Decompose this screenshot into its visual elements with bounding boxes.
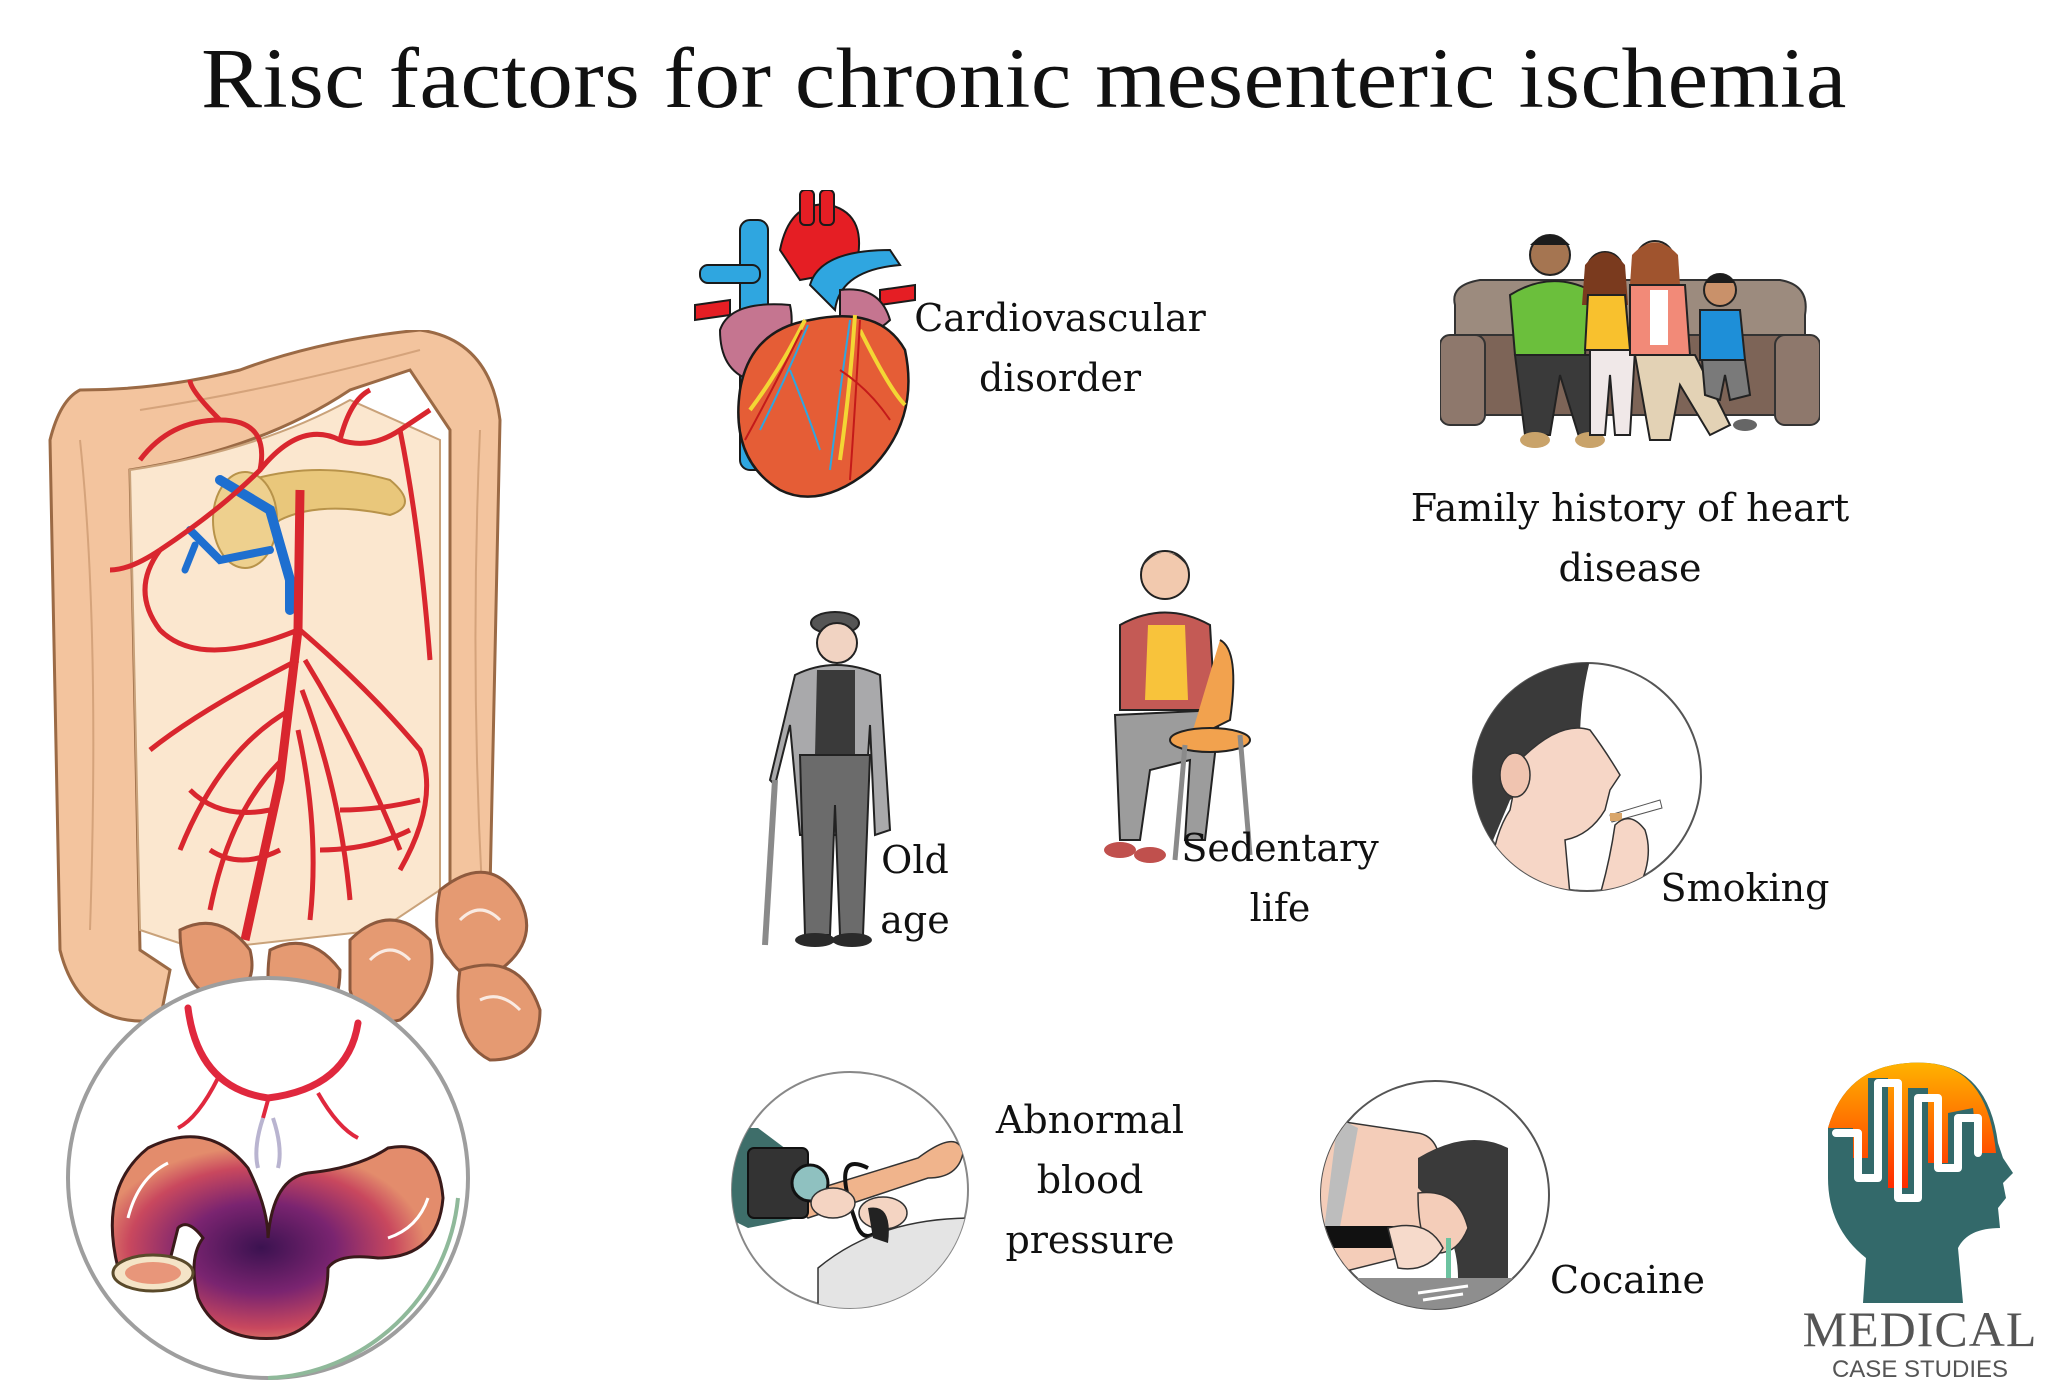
head-brainwave-logo-icon bbox=[1818, 1058, 2018, 1308]
sedentary-label: Sedentary life bbox=[1175, 818, 1385, 938]
label-line: pressure bbox=[1005, 1218, 1175, 1262]
elderly-man-with-cane-icon bbox=[755, 605, 905, 950]
label-line: blood bbox=[1036, 1158, 1144, 1202]
cocaine-label: Cocaine bbox=[1540, 1250, 1715, 1310]
woman-smoking-icon bbox=[1470, 660, 1705, 895]
label-line: Sedentary bbox=[1181, 826, 1379, 870]
logo-subtitle: CASE STUDIES bbox=[1831, 1356, 2009, 1383]
family-on-couch-icon bbox=[1440, 225, 1820, 465]
family-history-label: Family history of heart disease bbox=[1380, 478, 1880, 598]
label-line: life bbox=[1249, 886, 1311, 930]
label-line: Cardiovascular bbox=[914, 296, 1206, 340]
seated-woman-icon bbox=[1090, 540, 1260, 870]
label-line: disorder bbox=[978, 356, 1141, 400]
label-line: Cocaine bbox=[1549, 1258, 1705, 1302]
label-line: Abnormal bbox=[995, 1098, 1185, 1142]
cardiovascular-label: Cardiovascular disorder bbox=[900, 288, 1220, 408]
ischemic-bowel-loop-icon bbox=[58, 968, 478, 1388]
label-line: Old bbox=[881, 838, 949, 882]
label-line: disease bbox=[1558, 546, 1702, 590]
old-age-label: Old age bbox=[860, 830, 970, 950]
logo-name: MEDICAL bbox=[1802, 1301, 2038, 1357]
label-line: Smoking bbox=[1660, 866, 1830, 910]
snorting-cocaine-icon bbox=[1318, 1078, 1553, 1313]
colon-mesenteric-arteries-icon bbox=[20, 330, 720, 1070]
smoking-label: Smoking bbox=[1650, 858, 1840, 918]
blood-pressure-label: Abnormal blood pressure bbox=[975, 1090, 1205, 1270]
blood-pressure-cuff-icon bbox=[728, 1068, 973, 1313]
heart-icon bbox=[690, 190, 920, 510]
label-line: age bbox=[880, 898, 950, 942]
page-title: Risc factors for chronic mesenteric isch… bbox=[201, 30, 1847, 126]
label-line: Family history of heart bbox=[1410, 486, 1850, 530]
